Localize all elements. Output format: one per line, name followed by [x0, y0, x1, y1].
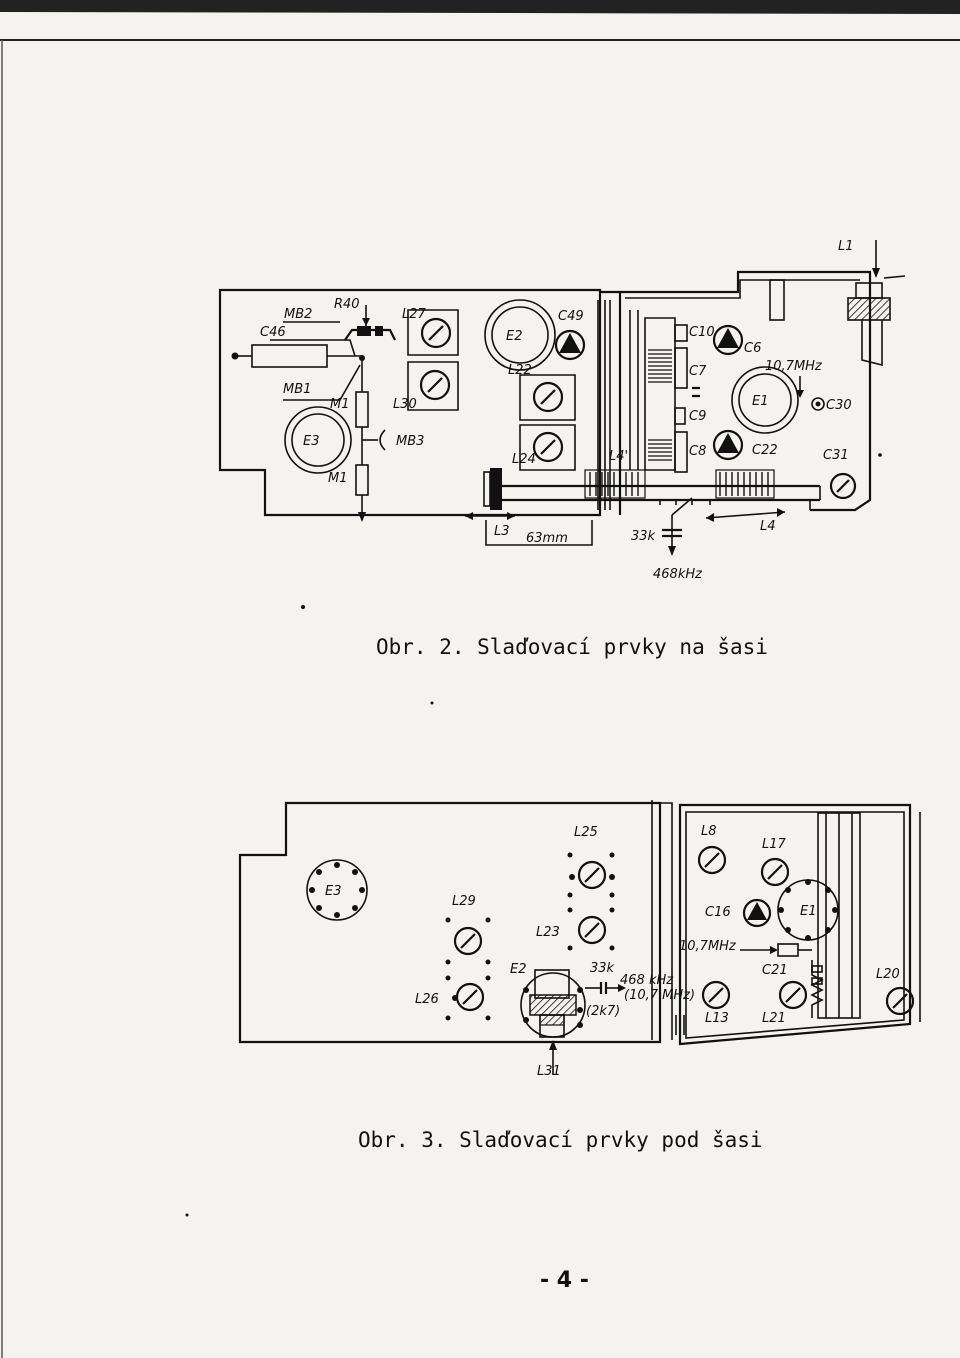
label-l13: L13 [705, 1011, 729, 1026]
label-mb3: MB3 [396, 434, 424, 449]
label-468khz: 468kHz [653, 567, 703, 582]
label-468khz: 468 kHz [620, 973, 674, 988]
label-m1-bottom: M1 [328, 471, 348, 486]
label-c8: C8 [689, 444, 706, 459]
figure-2-chassis-top [218, 240, 906, 556]
label-c30: C30 [826, 398, 852, 413]
figure-3-caption: Obr. 3. Slaďovací prvky pod šasi [358, 1128, 763, 1152]
label-dimension: 63mm [526, 531, 568, 546]
label-mb1: MB1 [283, 382, 311, 397]
label-freq-fm: 10,7MHz [765, 359, 823, 374]
label-m1-top: M1 [330, 397, 350, 412]
label-c10: C10 [689, 325, 715, 340]
label-l17: L17 [762, 837, 787, 852]
label-10-7mhz: 10,7MHz [679, 939, 737, 954]
label-c49: C49 [558, 309, 584, 324]
label-l25: L25 [574, 825, 598, 840]
label-e2: E2 [506, 329, 523, 344]
label-l20: L20 [876, 967, 900, 982]
label-c22: C22 [752, 443, 778, 458]
label-e3: E3 [303, 434, 320, 449]
label-l8: L8 [701, 824, 717, 839]
label-33k: 33k [631, 529, 656, 544]
figure-2-labels: MB2 R40 C46 MB1 M1 M1 E3 MB3 L27 L30 E2 … [260, 239, 854, 582]
label-l23: L23 [536, 925, 560, 940]
label-l1: L1 [838, 239, 854, 254]
label-l3: L3 [494, 524, 510, 539]
label-l4: L4 [760, 519, 776, 534]
label-c21: C21 [762, 963, 788, 978]
label-c16: C16 [705, 905, 731, 920]
label-mb2: MB2 [284, 307, 312, 322]
figure-3-chassis-bottom [238, 800, 921, 1075]
label-2k7: (2k7) [586, 1004, 620, 1019]
label-r40: R40 [334, 297, 360, 312]
page-number: - 4 - [540, 1268, 589, 1293]
label-l30: L30 [393, 397, 417, 412]
label-l4-prime: L4' [609, 449, 628, 464]
label-l31: L31 [537, 1064, 561, 1079]
label-c31: C31 [823, 448, 849, 463]
label-c9: C9 [689, 409, 706, 424]
label-l27: L27 [402, 307, 427, 322]
label-c6: C6 [744, 341, 761, 356]
label-l24: L24 [512, 452, 536, 467]
figure-2-caption: Obr. 2. Slaďovací prvky na šasi [376, 635, 768, 659]
label-e3: E3 [325, 884, 342, 899]
label-c7: C7 [689, 364, 707, 379]
scan-specks [185, 453, 882, 1217]
label-l21: L21 [762, 1011, 786, 1026]
label-33k: 33k [590, 961, 615, 976]
label-l26: L26 [415, 992, 439, 1007]
label-l22: L22 [508, 363, 532, 378]
label-10-7mhz-paren: (10,7 MHz) [624, 988, 695, 1003]
label-e1: E1 [752, 394, 769, 409]
label-e1: E1 [800, 904, 817, 919]
label-l29: L29 [452, 894, 476, 909]
label-c46: C46 [260, 325, 286, 340]
label-e2: E2 [510, 962, 527, 977]
figure-3-labels: E3 L29 L26 E2 L23 L25 33k 468 kHz (10,7 … [325, 824, 900, 1079]
